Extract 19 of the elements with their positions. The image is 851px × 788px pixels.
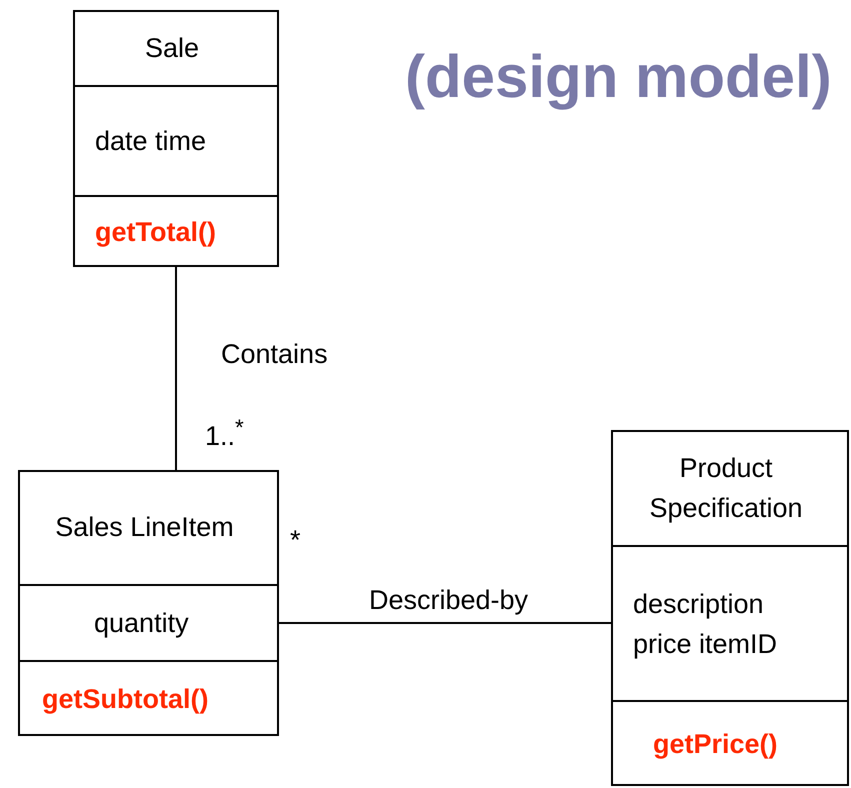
- class-box: [611, 430, 849, 786]
- class-box: [73, 10, 279, 267]
- class-name: Product Specification: [648, 452, 804, 525]
- method-name: getSubtotal(): [42, 684, 208, 714]
- association-line: [279, 622, 611, 624]
- method-name: getPrice(): [653, 728, 778, 760]
- attribute-list: date time: [95, 121, 206, 161]
- association-label: Described-by: [369, 585, 528, 616]
- diagram-title: (design model): [405, 42, 832, 111]
- class-name: Sale: [144, 32, 200, 64]
- class-name: Sales LineItem: [55, 511, 234, 544]
- method-name: getTotal(): [95, 216, 216, 248]
- attribute-list: quantity: [94, 603, 189, 643]
- attribute-list: description price itemID: [633, 584, 793, 664]
- association-label: Contains: [221, 339, 328, 370]
- class-box: [18, 470, 279, 736]
- multiplicity-label: 1..$^{*}$: [205, 415, 244, 452]
- multiplicity-label: *: [290, 525, 301, 556]
- association-line: [175, 267, 177, 470]
